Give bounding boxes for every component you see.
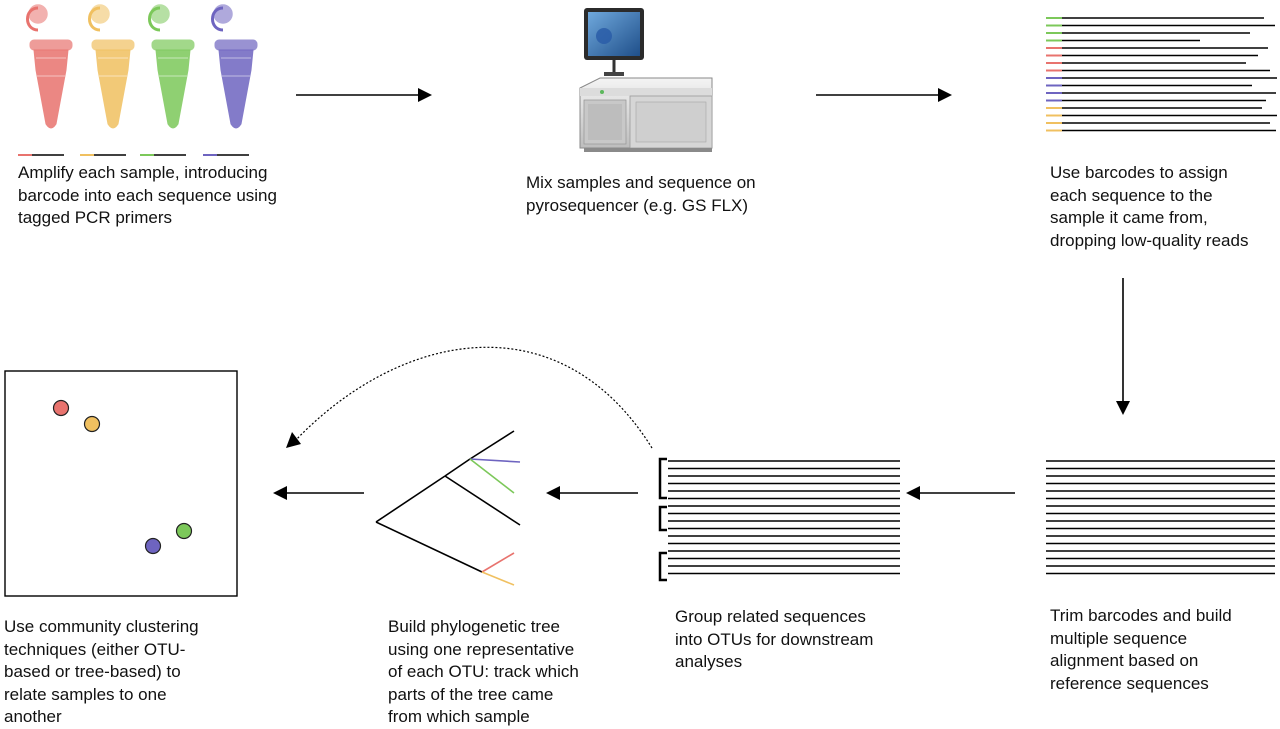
pyrosequencer-icon [579,8,713,152]
otu-bracket [658,457,667,500]
dotted-arrow-group-to-cluster [293,346,653,449]
caption-sequence: Mix samples and sequence on pyrosequence… [526,173,756,215]
green-pcr-tube-icon [140,4,195,156]
sequence-alignment [1046,460,1275,575]
caption-assign: Use barcodes to assign each sequence to … [1050,163,1249,250]
barcoded-reads [1046,17,1277,132]
clustering-plot [4,370,238,597]
tree-branch-green [469,458,515,494]
tree-branch-red [481,552,515,573]
sample-point-purple [144,537,162,555]
pcr-tubes-group [18,4,258,156]
sample-point-green [175,522,193,540]
otu-bracket [658,505,667,532]
sample-point-yellow [83,415,101,433]
otu-bracket [658,551,667,582]
tree-branch-purple [469,458,521,463]
caption-tree: Build phylogenetic tree using one repres… [388,617,579,726]
yellow-pcr-tube-icon [80,4,135,156]
caption-group: Group related sequences into OTUs for do… [675,607,874,671]
otu-groups [658,457,900,582]
dotted-arrowhead [286,432,301,448]
purple-pcr-tube-icon [203,4,258,156]
caption-cluster: Use community clustering techniques (eit… [4,617,199,726]
red-pcr-tube-icon [18,4,73,156]
caption-align: Trim barcodes and build multiple sequenc… [1050,606,1232,693]
tree-branch-yellow [481,571,515,586]
caption-amplify: Amplify each sample, introducing barcode… [18,163,277,227]
sample-point-red [52,399,70,417]
phylogenetic-tree [375,430,521,586]
